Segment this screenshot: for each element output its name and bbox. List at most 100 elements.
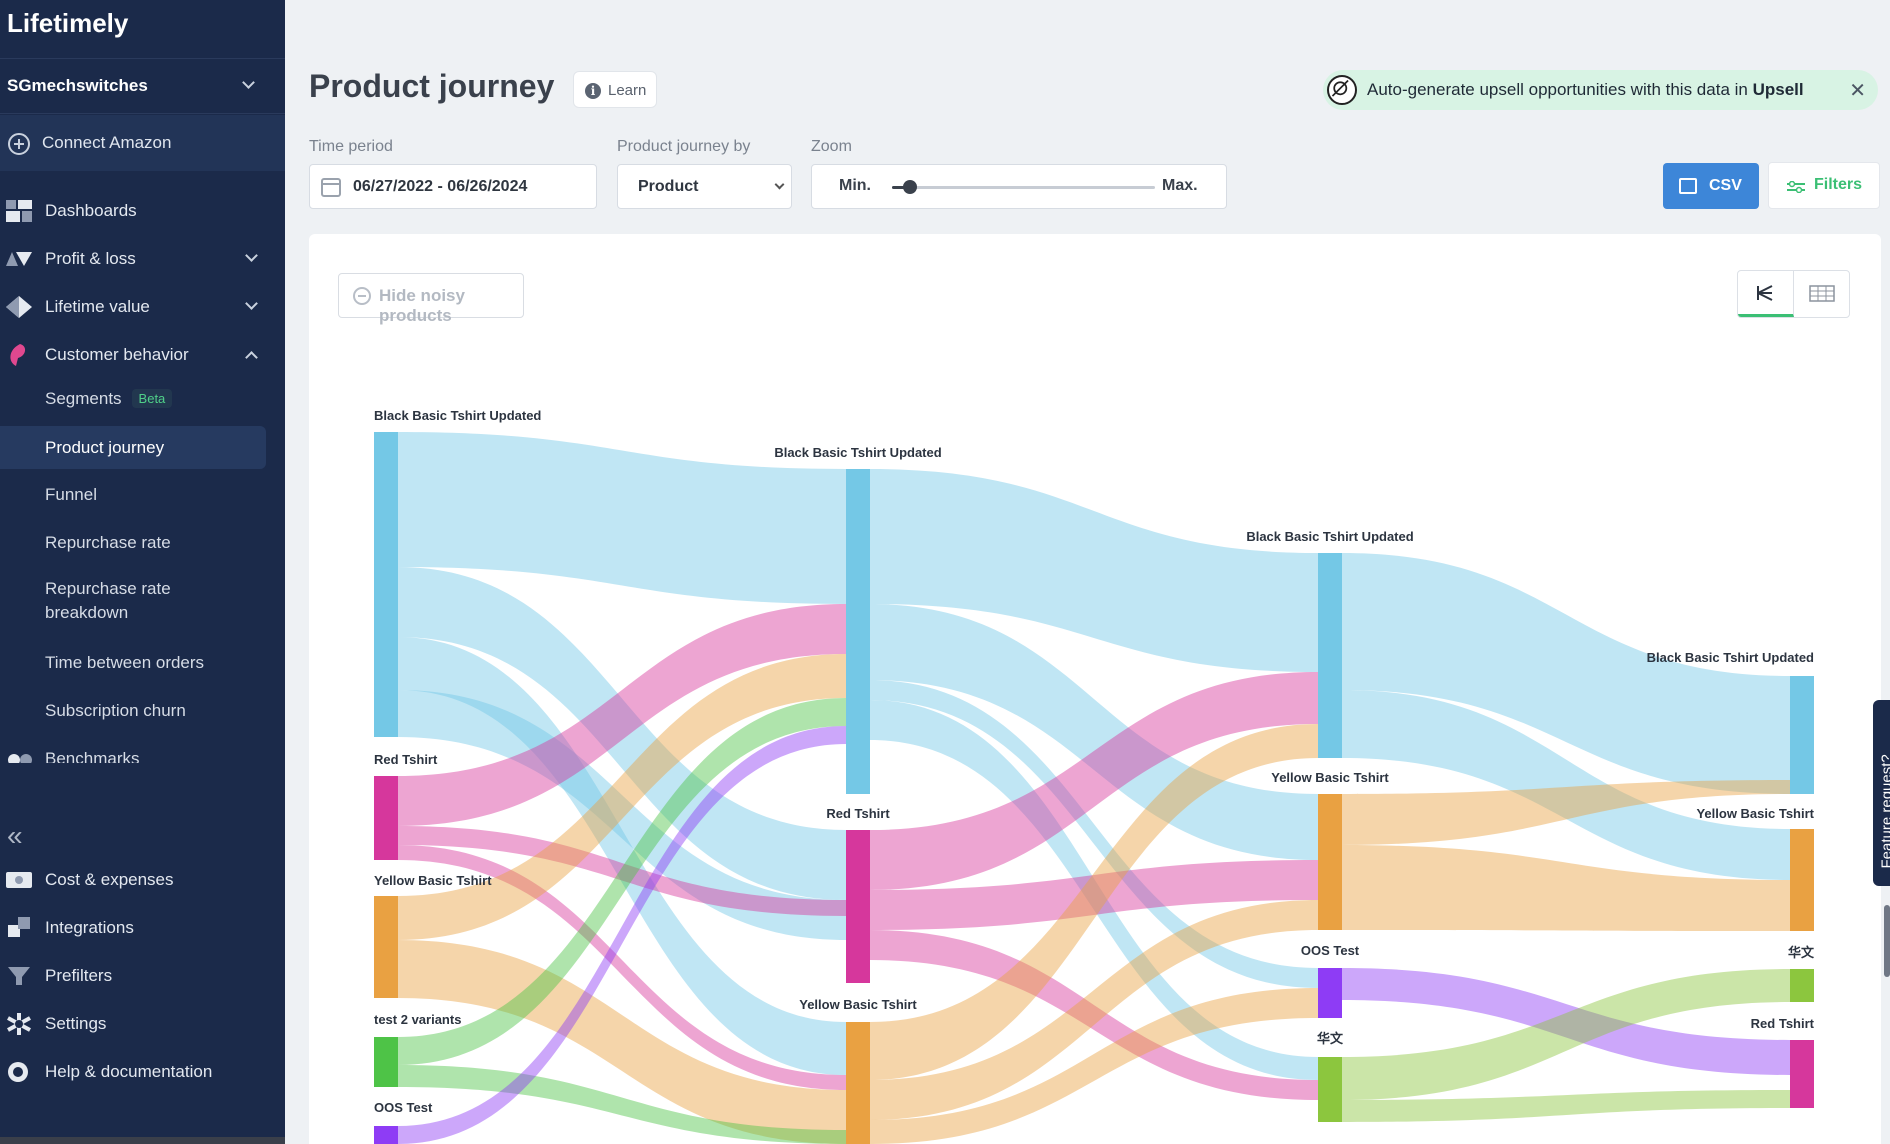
sankey-node[interactable] xyxy=(846,830,870,983)
sankey-link[interactable] xyxy=(398,654,846,940)
nav-label: Integrations xyxy=(45,918,134,937)
sankey-node[interactable] xyxy=(374,896,398,998)
sankey-node[interactable] xyxy=(374,1126,398,1144)
feature-request-tab[interactable]: Feature request? xyxy=(1873,700,1890,886)
sankey-link[interactable] xyxy=(1342,968,1790,1075)
sidebar-item-label: Repurchase rate breakdown xyxy=(45,579,171,622)
collapse-sidebar-icon[interactable]: « xyxy=(7,820,23,851)
sankey-node[interactable] xyxy=(374,432,398,737)
sankey-link[interactable] xyxy=(870,469,1318,672)
sankey-link[interactable] xyxy=(398,690,846,940)
filters-button[interactable]: Filters xyxy=(1768,162,1880,209)
close-icon[interactable]: ✕ xyxy=(1849,80,1866,102)
diamond-icon xyxy=(6,296,32,318)
sankey-link[interactable] xyxy=(870,604,1318,860)
sankey-link[interactable] xyxy=(398,698,846,1065)
benchmarks-icon xyxy=(8,754,32,763)
store-selector[interactable]: SGmechswitches xyxy=(0,58,285,114)
sankey-node[interactable] xyxy=(1318,968,1342,1018)
zoom-slider-track[interactable] xyxy=(892,186,1155,189)
nav-profit-loss[interactable]: Profit & loss xyxy=(0,239,285,279)
nav-label: Dashboards xyxy=(45,201,137,220)
hide-noisy-products-button[interactable]: Hide noisy products xyxy=(338,273,524,325)
sankey-link[interactable] xyxy=(398,1065,846,1144)
sankey-link[interactable] xyxy=(1342,1090,1790,1122)
nav-prefilters[interactable]: Prefilters xyxy=(0,956,285,996)
cost-icon xyxy=(6,872,32,888)
sankey-link[interactable] xyxy=(870,900,1318,1120)
zoom-min-label: Min. xyxy=(839,177,871,194)
sankey-link[interactable] xyxy=(398,567,846,900)
sankey-node[interactable] xyxy=(1790,676,1814,794)
time-period-picker[interactable]: 06/27/2022 - 06/26/2024 xyxy=(309,164,597,209)
sankey-link[interactable] xyxy=(870,672,1318,890)
learn-button[interactable]: i Learn xyxy=(573,71,657,108)
sankey-link[interactable] xyxy=(870,988,1318,1144)
scrollbar-thumb[interactable] xyxy=(1884,905,1890,977)
sankey-link[interactable] xyxy=(398,637,846,1075)
zoom-slider-fill xyxy=(892,186,911,189)
sankey-link[interactable] xyxy=(1342,780,1790,845)
time-period-value: 06/27/2022 - 06/26/2024 xyxy=(353,178,528,195)
nav-label: Settings xyxy=(45,1014,107,1033)
zoom-slider-handle[interactable] xyxy=(903,180,918,194)
sidebar-item-time-between-orders[interactable]: Time between orders xyxy=(0,643,285,683)
product-journey-card: Hide noisy products xyxy=(309,234,1881,1144)
sidebar-item-benchmarks[interactable]: Benchmarks xyxy=(0,739,285,763)
sankey-node[interactable] xyxy=(1318,1057,1342,1122)
upsell-link[interactable]: Upsell xyxy=(1752,80,1804,99)
upsell-banner[interactable]: Auto-generate upsell opportunities with … xyxy=(1323,70,1878,110)
sankey-view-tab[interactable] xyxy=(1738,271,1794,317)
zoom-control[interactable]: Min. Max. xyxy=(811,164,1227,209)
sidebar-item-product-journey[interactable]: Product journey xyxy=(0,426,266,469)
segments-label: Segments xyxy=(45,389,122,408)
sankey-link[interactable] xyxy=(1342,969,1790,1100)
sidebar-item-repurchase-rate[interactable]: Repurchase rate xyxy=(0,523,285,563)
sankey-link[interactable] xyxy=(1342,553,1790,794)
sankey-node[interactable] xyxy=(1790,1040,1814,1108)
sankey-link[interactable] xyxy=(870,680,1318,988)
sidebar-item-label: Benchmarks xyxy=(45,749,140,763)
nav-settings[interactable]: Settings xyxy=(0,1004,285,1044)
sankey-node[interactable] xyxy=(1318,794,1342,930)
sankey-link[interactable] xyxy=(870,700,1318,1080)
time-period-label: Time period xyxy=(309,138,393,155)
sankey-link[interactable] xyxy=(1342,845,1790,931)
nav-customer-behavior[interactable]: Customer behavior xyxy=(0,335,285,375)
sankey-link[interactable] xyxy=(398,604,846,826)
sankey-link[interactable] xyxy=(870,930,1318,1100)
sankey-link[interactable] xyxy=(398,826,846,916)
nav-cost-expenses[interactable]: Cost & expenses xyxy=(0,860,285,900)
csv-export-button[interactable]: CSV xyxy=(1663,163,1759,209)
sankey-node-label: Black Basic Tshirt Updated xyxy=(1647,650,1814,665)
sankey-link[interactable] xyxy=(870,860,1318,930)
sankey-link[interactable] xyxy=(1342,690,1790,880)
sankey-node[interactable] xyxy=(1790,969,1814,1002)
csv-label: CSV xyxy=(1709,177,1742,194)
sankey-link[interactable] xyxy=(398,432,846,604)
sankey-node[interactable] xyxy=(1790,829,1814,931)
sidebar-item-subscription-churn[interactable]: Subscription churn xyxy=(0,691,285,731)
nav-lifetime-value[interactable]: Lifetime value xyxy=(0,287,285,327)
sankey-node-label: 华文 xyxy=(1788,945,1815,960)
nav-integrations[interactable]: Integrations xyxy=(0,908,285,948)
sankey-link[interactable] xyxy=(398,845,846,1090)
sankey-node[interactable] xyxy=(374,1037,398,1087)
sankey-link[interactable] xyxy=(398,940,846,1144)
sankey-link[interactable] xyxy=(870,724,1318,1080)
plus-circle-icon xyxy=(8,133,30,155)
sankey-node[interactable] xyxy=(846,469,870,794)
sidebar-item-funnel[interactable]: Funnel xyxy=(0,475,285,515)
nav-help[interactable]: Help & documentation xyxy=(0,1052,285,1092)
journey-by-select[interactable]: Product xyxy=(617,164,792,209)
nav-dashboards[interactable]: Dashboards xyxy=(0,191,285,231)
connect-amazon-button[interactable]: Connect Amazon xyxy=(0,115,285,171)
sidebar-item-repurchase-rate-breakdown[interactable]: Repurchase rate breakdown xyxy=(0,571,285,631)
sankey-node[interactable] xyxy=(374,776,398,860)
table-view-tab[interactable] xyxy=(1794,271,1849,317)
zoom-label: Zoom xyxy=(811,138,852,155)
sankey-node[interactable] xyxy=(846,1022,870,1144)
sankey-node[interactable] xyxy=(1318,553,1342,758)
sankey-link[interactable] xyxy=(398,726,846,1144)
